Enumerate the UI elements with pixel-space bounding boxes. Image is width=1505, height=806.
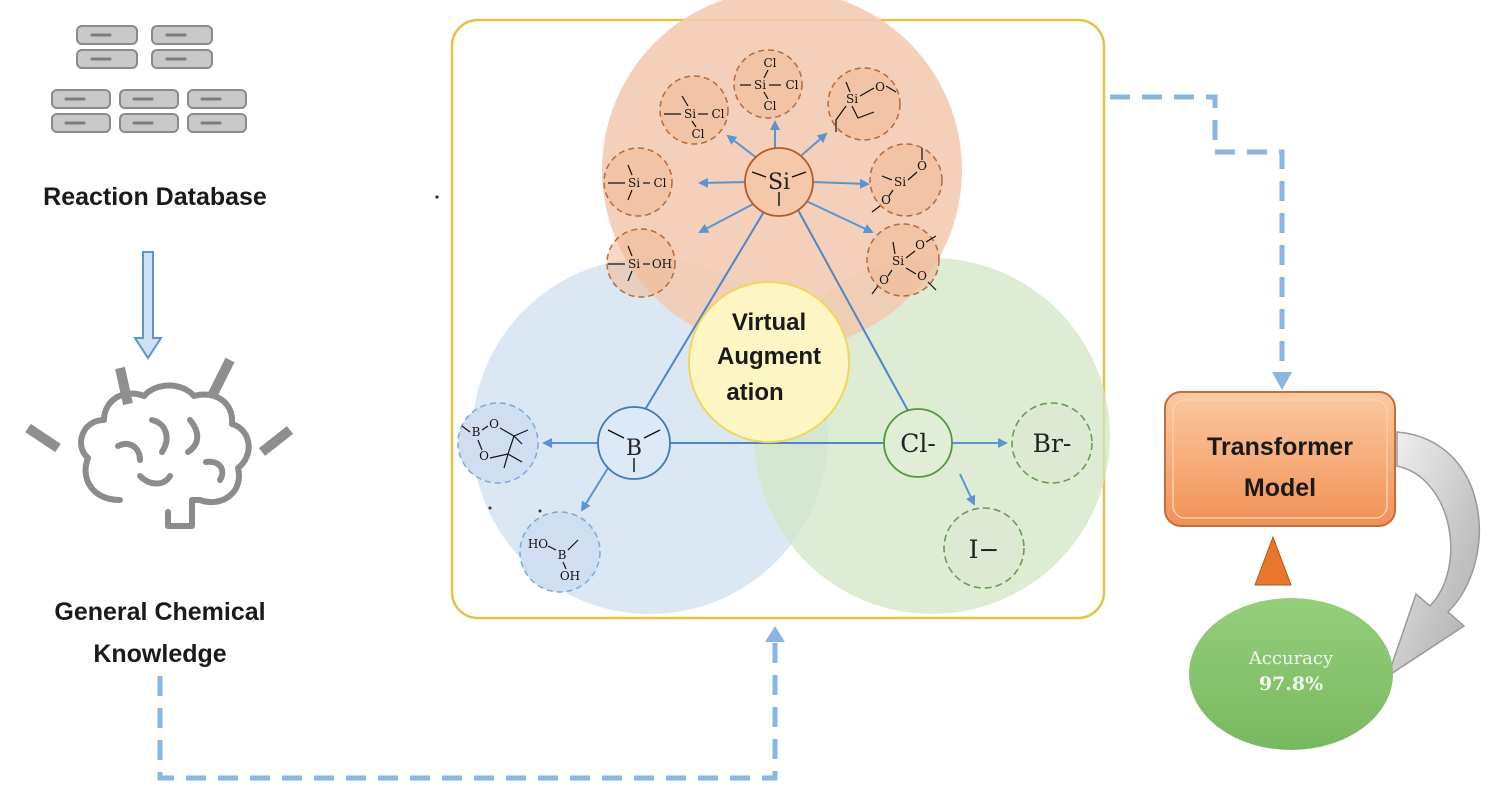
i-node-label: I− [969, 535, 1000, 564]
dashed-flow-to-model-arrowhead [1272, 372, 1292, 390]
si-molecule-circles [603, 49, 943, 298]
svg-text:Cl: Cl [785, 78, 798, 92]
svg-text:Cl: Cl [763, 56, 776, 70]
brain-icon [78, 382, 252, 529]
svg-text:O: O [917, 159, 927, 173]
virtual-label-line2: Augment [717, 343, 821, 370]
dashed-flow-knowledge [157, 640, 778, 781]
cl-arrows [952, 438, 1008, 506]
si-node[interactable] [744, 147, 814, 217]
database-icon-slots [64, 33, 222, 125]
svg-text:Cl: Cl [691, 127, 704, 141]
svg-text:O: O [879, 273, 889, 287]
virtual-augmentation-circle [688, 281, 850, 443]
svg-text:B: B [472, 425, 481, 439]
svg-text:Si: Si [894, 175, 906, 189]
i-node[interactable] [943, 507, 1025, 589]
si-node-label: Si [768, 170, 790, 195]
molecule-sioh: Si OH [608, 245, 672, 282]
stray-dot-b2 [538, 509, 542, 513]
transformer-model-box[interactable] [1164, 391, 1396, 527]
svg-text:B: B [558, 548, 567, 562]
reaction-database-label: Reaction Database [43, 183, 267, 211]
svg-text:Si: Si [628, 257, 640, 271]
orange-triangle-icon [1254, 535, 1292, 586]
svg-text:O: O [881, 193, 891, 207]
molecule-pinacol-boronate: B O O [457, 402, 539, 484]
accuracy-value: 97.8% [1259, 673, 1323, 695]
brain-rays [25, 357, 294, 456]
svg-text:OH: OH [652, 257, 672, 271]
svg-text:Cl: Cl [763, 99, 776, 113]
accuracy-label: Accuracy [1248, 648, 1334, 669]
molecule-boronic-acid: HO B OH [519, 511, 601, 593]
svg-text:Cl: Cl [653, 176, 666, 190]
molecule-si-trioxy: Si O O O [871, 235, 937, 295]
general-knowledge-label-line2: Knowledge [93, 640, 226, 668]
b-node-label: B [626, 436, 642, 461]
database-icon [51, 25, 247, 133]
cl-node-label: Cl- [900, 429, 936, 458]
b-node-bonds [607, 429, 661, 472]
stray-dot-b1 [488, 506, 492, 510]
svg-text:O: O [489, 417, 499, 431]
molecule-si-vinyl-oxy: Si O [835, 80, 897, 132]
b-arrows [542, 438, 609, 512]
svg-text:OH: OH [560, 569, 580, 583]
triangle-edges [639, 209, 913, 444]
molecule-si-dioxy: Si O O [871, 148, 927, 213]
svg-text:O: O [875, 80, 885, 94]
si-node-bonds [751, 171, 807, 206]
transformer-box-inner [1172, 399, 1388, 519]
virtual-label-line1: Virtual [732, 309, 806, 336]
transformer-label-line2: Model [1244, 474, 1316, 502]
molecule-sicl: Si Cl [608, 164, 667, 201]
br-node-label: Br- [1033, 429, 1072, 458]
br-node[interactable] [1011, 402, 1093, 484]
svg-text:Si: Si [684, 107, 696, 121]
cl-node[interactable] [883, 408, 953, 478]
b-node[interactable] [597, 406, 671, 480]
svg-text:Si: Si [628, 176, 640, 190]
dashed-flow-to-model [1110, 94, 1285, 372]
svg-text:O: O [917, 269, 927, 283]
svg-text:Cl: Cl [711, 107, 724, 121]
molecule-sicl3: Cl Si Cl Cl [740, 56, 799, 113]
accuracy-ellipse [1189, 598, 1393, 750]
dashed-flow-knowledge-arrowhead [765, 626, 785, 642]
transformer-label-line1: Transformer [1207, 433, 1353, 461]
stray-dot [435, 195, 439, 199]
virtual-label-line3: ation [726, 379, 783, 406]
svg-text:Si: Si [846, 92, 858, 106]
svg-text:O: O [915, 238, 925, 252]
down-arrow [133, 251, 163, 360]
svg-text:HO: HO [528, 537, 548, 551]
svg-text:O: O [479, 449, 489, 463]
svg-text:Si: Si [754, 78, 766, 92]
general-knowledge-label-line1: General Chemical [54, 598, 265, 626]
molecule-sicl2: Si Cl Cl [664, 95, 725, 141]
svg-text:Si: Si [892, 254, 904, 268]
curved-gray-arrow [1386, 431, 1480, 678]
